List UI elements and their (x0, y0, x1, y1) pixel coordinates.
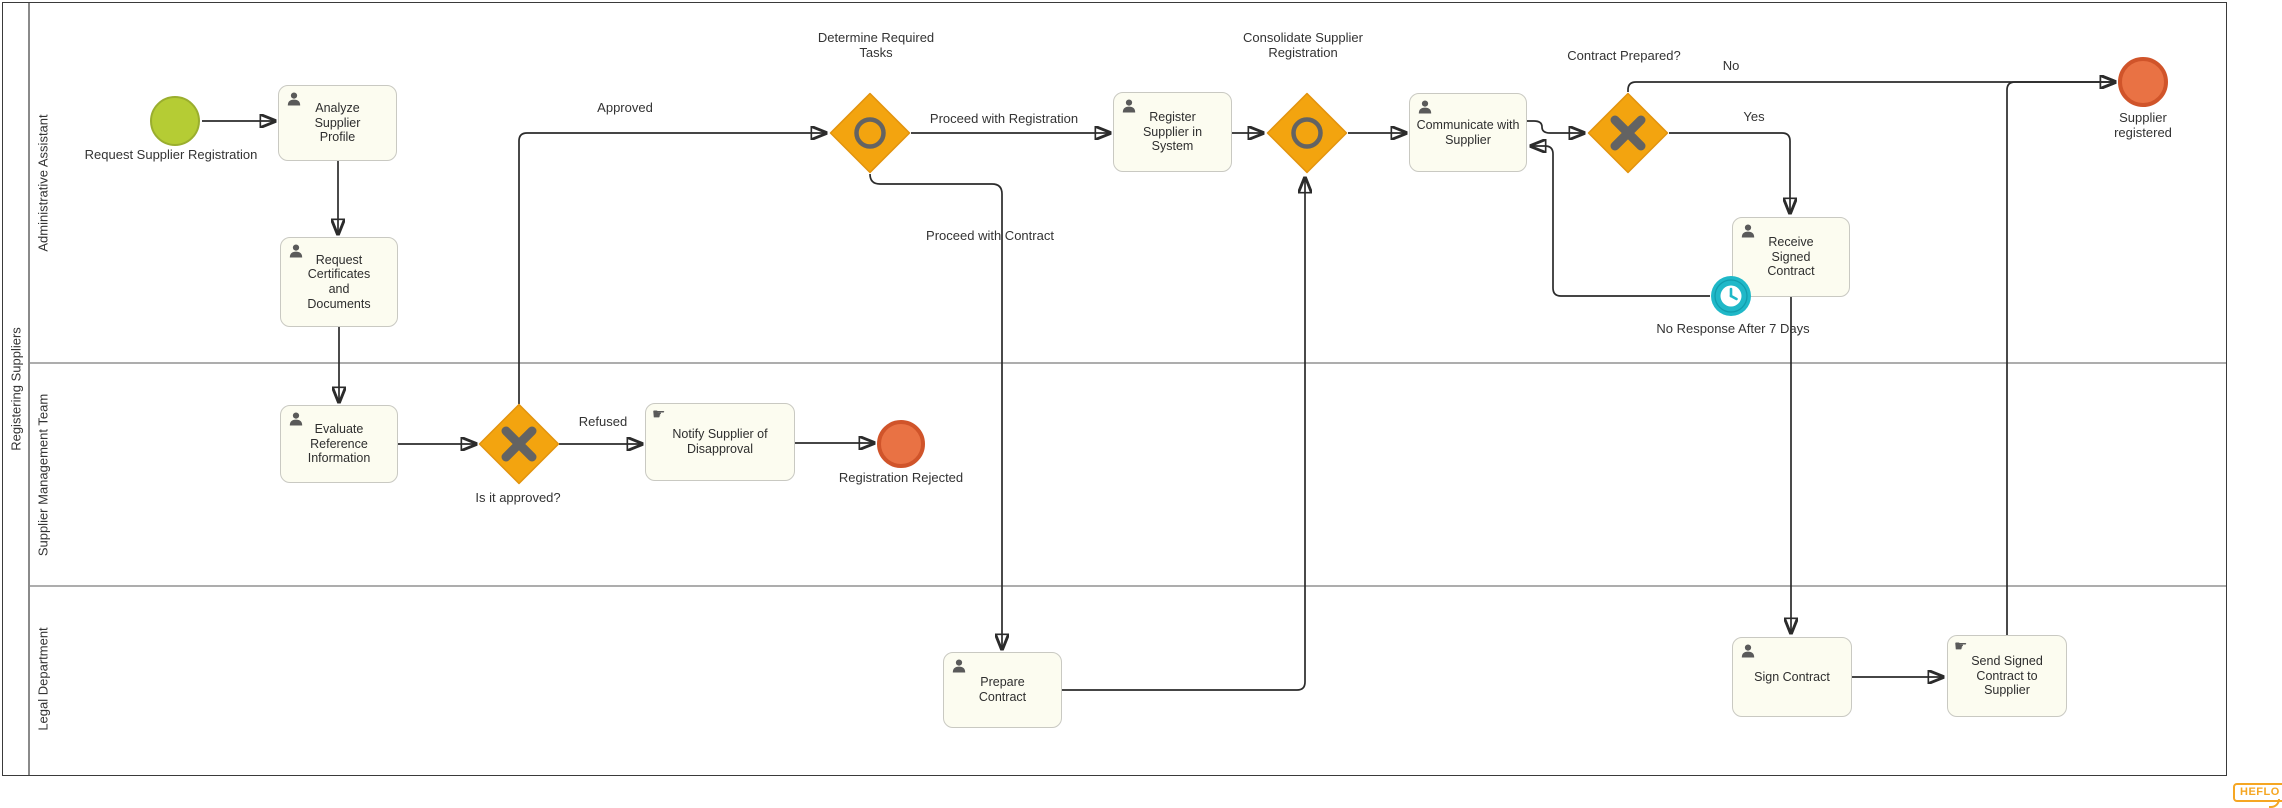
flow-label-approved: Approved (597, 100, 653, 115)
lane-legal-department: Legal Department (30, 587, 2226, 771)
gateway-label: Determine Required Tasks (817, 30, 935, 60)
gateway-label: Contract Prepared? (1567, 48, 1681, 63)
task-label: Request Certificates and Documents (307, 252, 371, 311)
gateway-label: Consolidate Supplier Registration (1243, 30, 1363, 60)
task-sign-contract[interactable]: Sign Contract (1732, 637, 1852, 717)
user-task-icon (1740, 223, 1756, 239)
task-prepare-contract[interactable]: Prepare Contract (943, 652, 1062, 728)
task-label: Evaluate Reference Information (307, 421, 371, 466)
start-event-label: Request Supplier Registration (84, 147, 258, 162)
gateway-determine-required-tasks[interactable] (829, 92, 911, 174)
task-request-certificates-and-documents[interactable]: Request Certificates and Documents (280, 237, 398, 327)
task-evaluate-reference-information[interactable]: Evaluate Reference Information (280, 405, 398, 483)
gateway-consolidate-supplier-registration[interactable] (1266, 92, 1348, 174)
heflo-logo[interactable]: HEFLO (2233, 783, 2282, 808)
task-label: Notify Supplier of Disapproval (672, 427, 768, 456)
task-analyze-supplier-profile[interactable]: Analyze Supplier Profile (278, 85, 397, 161)
gateway-label: Is it approved? (475, 490, 561, 505)
task-send-signed-contract-to-supplier[interactable]: ☛ Send Signed Contract to Supplier (1947, 635, 2067, 717)
task-label: Receive Signed Contract (1767, 234, 1815, 279)
start-event[interactable] (150, 96, 200, 146)
user-task-icon (286, 91, 302, 107)
inclusive-circle-icon (854, 117, 886, 149)
flow-label-proceed-with-registration: Proceed with Registration (929, 111, 1079, 126)
flow-label-proceed-with-contract: Proceed with Contract (926, 228, 1054, 243)
gateway-is-it-approved[interactable] (478, 403, 560, 485)
user-task-icon (288, 411, 304, 427)
lane-name: Administrative Assistant (35, 113, 51, 252)
exclusive-x-icon (1610, 115, 1646, 151)
task-label: Prepare Contract (978, 675, 1027, 704)
gateway-contract-prepared[interactable] (1587, 92, 1669, 174)
pool-name: Registering Suppliers (8, 327, 23, 451)
pool-header: Registering Suppliers (3, 3, 30, 775)
user-task-icon (951, 658, 967, 674)
timer-boundary-event[interactable] (1710, 275, 1752, 317)
task-register-supplier-in-system[interactable]: Register Supplier in System (1113, 92, 1232, 172)
manual-task-hand-icon: ☛ (652, 405, 666, 423)
inclusive-circle-icon (1291, 117, 1323, 149)
user-task-icon (1121, 98, 1137, 114)
flow-label-yes: Yes (1743, 109, 1765, 124)
lane-header: Legal Department (30, 587, 56, 771)
task-notify-supplier-of-disapproval[interactable]: ☛ Notify Supplier of Disapproval (645, 403, 795, 481)
end-event-label: Registration Rejected (838, 470, 964, 485)
exclusive-x-icon (501, 426, 537, 462)
end-event-label: Supplier registered (2114, 110, 2172, 140)
user-task-icon (1417, 99, 1433, 115)
user-task-icon (288, 243, 304, 259)
user-task-icon (1740, 643, 1756, 659)
end-event-supplier-registered[interactable] (2118, 57, 2168, 107)
flow-label-no: No (1722, 58, 1740, 73)
end-event-registration-rejected[interactable] (877, 420, 925, 468)
lane-header: Administrative Assistant (30, 3, 56, 362)
timer-event-label: No Response After 7 Days (1656, 321, 1810, 336)
lane-name: Legal Department (35, 627, 51, 731)
task-communicate-with-supplier[interactable]: Communicate with Supplier (1409, 93, 1527, 172)
lane-header: Supplier Management Team (30, 364, 56, 585)
timer-icon (1711, 276, 1751, 316)
task-label: Analyze Supplier Profile (314, 100, 361, 145)
lane-name: Supplier Management Team (35, 393, 51, 556)
task-label: Sign Contract (1754, 669, 1830, 684)
task-receive-signed-contract[interactable]: Receive Signed Contract (1732, 217, 1850, 297)
manual-task-hand-icon: ☛ (1954, 637, 1968, 655)
task-label: Send Signed Contract to Supplier (1971, 653, 2043, 698)
task-label: Register Supplier in System (1142, 109, 1203, 154)
task-label: Communicate with Supplier (1416, 117, 1520, 147)
flow-label-refused: Refused (578, 414, 628, 429)
